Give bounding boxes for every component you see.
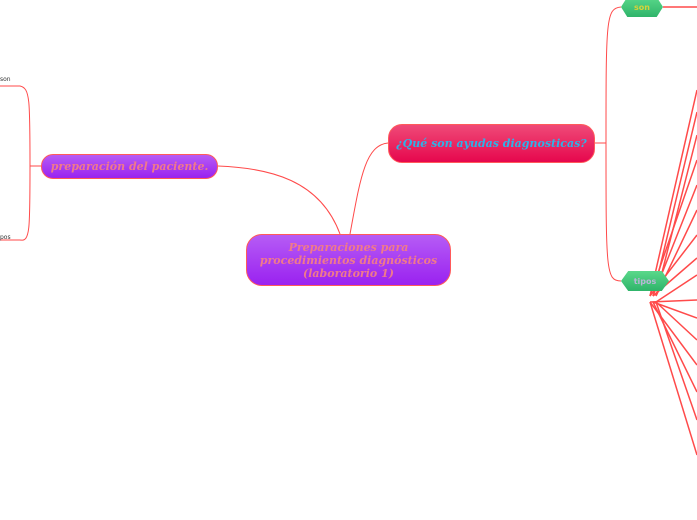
tipos-fan-lines bbox=[649, 89, 697, 456]
topic-label: preparación del paciente. bbox=[50, 160, 209, 173]
tipos-child-link bbox=[655, 274, 697, 303]
link-central-que bbox=[349, 142, 389, 235]
central-topic-label: Preparaciones para procedimientos diagnó… bbox=[259, 240, 438, 280]
topic-que-son-ayudas[interactable]: ¿Qué son ayudas diagnosticas? bbox=[388, 124, 595, 163]
subtopic-son[interactable]: son bbox=[621, 0, 663, 17]
tipos-child-link bbox=[649, 299, 697, 303]
leaf-pos[interactable]: pos bbox=[0, 234, 11, 241]
subtopic-tipos[interactable]: tipos bbox=[621, 271, 669, 291]
link-que-children bbox=[595, 6, 622, 282]
link-prep-children bbox=[0, 85, 41, 241]
tipos-child-link bbox=[652, 301, 697, 319]
tipos-child-link bbox=[655, 301, 697, 341]
tipos-child-link bbox=[649, 89, 697, 297]
central-topic[interactable]: Preparaciones para procedimientos diagnó… bbox=[246, 234, 451, 286]
leaf-son[interactable]: son bbox=[0, 76, 11, 83]
tipos-child-link bbox=[652, 301, 697, 393]
tipos-child-link bbox=[655, 301, 697, 421]
topic-label: ¿Qué son ayudas diagnosticas? bbox=[396, 137, 587, 150]
topic-preparacion-paciente[interactable]: preparación del paciente. bbox=[41, 154, 218, 179]
link-central-prep bbox=[217, 165, 341, 235]
tipos-child-link bbox=[649, 301, 697, 456]
